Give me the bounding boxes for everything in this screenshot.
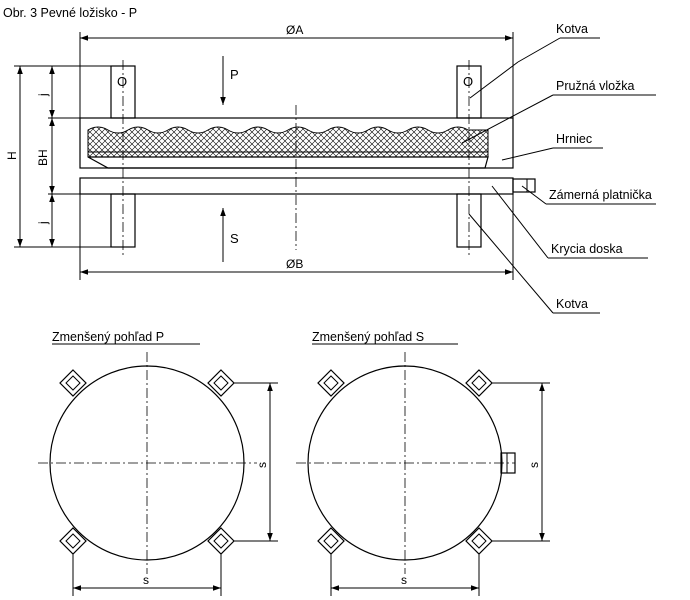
view-s-title: Zmenšený pohľad S xyxy=(312,330,424,344)
force-label-p: P xyxy=(230,67,239,82)
label-pruzna-vlozka: Pružná vložka xyxy=(556,79,635,93)
view-p-anchor-tl xyxy=(59,369,87,397)
anchor-bottom-right xyxy=(456,193,482,248)
view-s-anchor-bl xyxy=(317,527,345,555)
view-s-anchor-tl xyxy=(317,369,345,397)
cover-plate xyxy=(79,177,514,195)
leader-hrniec-diag xyxy=(501,147,554,161)
view-s-anchor-br xyxy=(465,527,493,555)
view-p-title: Zmenšený pohľad P xyxy=(52,330,164,344)
dim-label-j-bottom: j xyxy=(36,221,50,225)
leader-kotva-top-diag xyxy=(517,37,561,63)
dim-label-b: ØB xyxy=(286,257,303,271)
label-zamerna-platnicka: Zámerná platnička xyxy=(549,188,652,202)
leader-pruzna-diag xyxy=(461,94,554,144)
aiming-plate xyxy=(512,178,536,193)
view-p-label-s-h: s xyxy=(143,573,149,587)
label-kotva-top: Kotva xyxy=(556,22,588,36)
view-s-aiming-plate xyxy=(500,452,516,474)
view-p-anchor-br xyxy=(207,527,235,555)
dim-label-j-top: j xyxy=(36,93,50,97)
force-label-s: S xyxy=(230,231,239,246)
view-p-label-s-v: s xyxy=(255,462,269,468)
view-p-anchor-tr xyxy=(207,369,235,397)
view-p-anchor-bl xyxy=(59,527,87,555)
leader-kotva-bottom-diag xyxy=(468,213,554,314)
piston xyxy=(87,156,489,169)
anchor-mark-right: O xyxy=(463,74,473,89)
label-kotva-bottom: Kotva xyxy=(556,297,588,311)
anchor-mark-left: O xyxy=(117,74,127,89)
view-s-label-s-v: s xyxy=(527,462,541,468)
view-s-label-s-h: s xyxy=(401,573,407,587)
dim-label-a: ØA xyxy=(286,23,303,37)
label-hrniec: Hrniec xyxy=(556,132,592,146)
view-p: Zmenšený pohľad P s s xyxy=(38,330,278,596)
section-view: O O ØA ØB xyxy=(5,22,656,314)
view-s: Zmenšený pohľad S s xyxy=(296,330,550,596)
dim-label-h: H xyxy=(5,151,19,160)
leader-kotva-top-to-anchor xyxy=(469,61,519,99)
anchor-bottom-left xyxy=(110,193,136,248)
view-s-anchor-tr xyxy=(465,369,493,397)
leader-zamerna-diag xyxy=(521,185,547,205)
figure-title: Obr. 3 Pevné ložisko - P xyxy=(3,6,137,20)
elastic-insert xyxy=(87,126,489,158)
dim-label-bh: BH xyxy=(36,149,50,166)
label-krycia-doska: Krycia doska xyxy=(551,242,623,256)
leader-krycia-diag xyxy=(491,185,549,259)
